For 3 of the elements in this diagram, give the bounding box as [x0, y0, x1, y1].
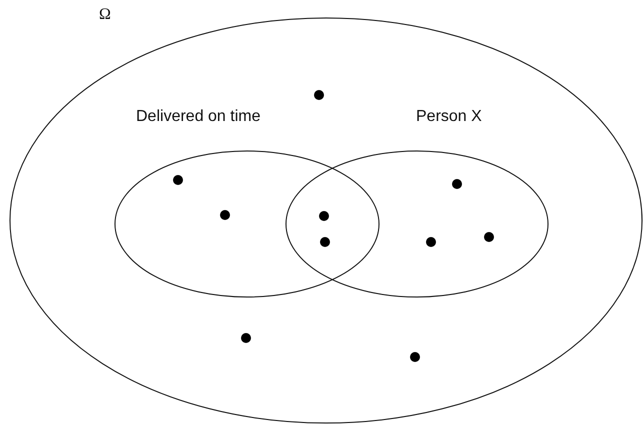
set-label: Delivered on time — [136, 108, 260, 126]
set-label: Person X — [416, 108, 482, 126]
sample-space-symbol: Ω — [99, 6, 111, 24]
